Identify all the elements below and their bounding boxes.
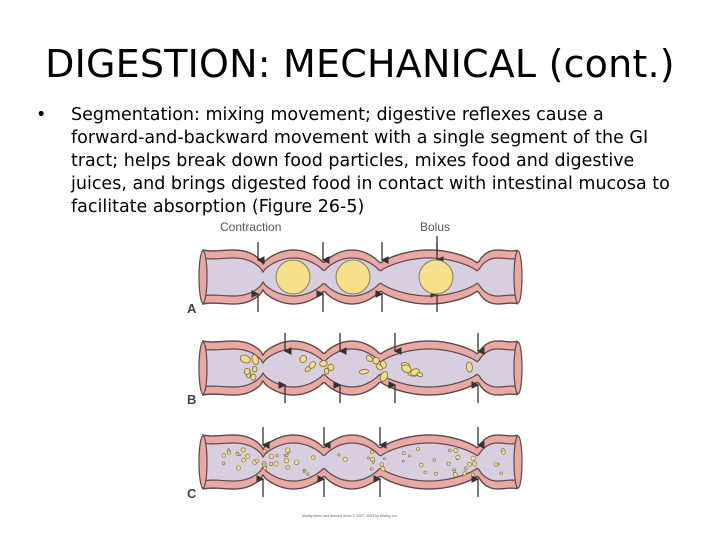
food-particle [379,371,388,382]
panel-a: A [187,242,523,316]
digested-particle [262,449,267,454]
panel-c: C [187,427,523,501]
digested-particle [470,472,475,477]
bullet-paragraph: • Segmentation: mixing movement; digesti… [36,104,676,219]
food-particle [401,364,412,373]
tube-end-left [198,250,208,304]
digested-particle [240,447,246,453]
digested-particle [455,454,461,460]
food-particle [416,372,424,377]
food-particle [299,354,307,364]
digested-particle [501,450,506,455]
digested-particle [446,461,451,466]
panel-label: B [187,392,196,407]
tube-end-left [198,341,208,395]
tube-end-right [513,250,523,304]
digested-particle [254,458,259,463]
digested-particle [235,465,241,471]
digested-particle [306,472,310,476]
digested-particle [268,461,273,466]
bullet-marker: • [36,105,47,125]
digested-particle [285,465,291,470]
digested-particle [423,470,427,474]
digested-particle [337,453,341,457]
digested-particle [401,451,406,456]
digested-particle [245,453,251,459]
digested-particle [472,461,478,467]
digested-particle [453,448,459,453]
food-bolus [335,259,371,295]
food-particle [239,354,251,364]
digested-particle [367,456,370,460]
digested-particle [371,460,375,464]
food-particle [243,368,251,375]
digested-particle [273,461,279,467]
tube-end-left [198,435,208,489]
food-bolus [418,259,454,295]
food-particle [358,368,369,375]
digested-particle [419,462,424,468]
digested-particle [402,459,405,463]
food-particle [365,355,373,362]
digested-particle [432,458,436,462]
bullet-text: Segmentation: mixing movement; digestive… [71,105,670,217]
digested-particle [408,454,412,458]
digested-particle [283,458,289,464]
digested-particle [434,471,438,476]
digested-particle [268,453,275,460]
food-particle [308,361,316,369]
food-particle [323,367,330,375]
digested-particle [462,471,467,476]
digested-particle [496,462,500,466]
food-particle [251,366,258,373]
contraction-label: Contraction [220,220,281,234]
food-particle [375,363,383,371]
digested-particle [221,453,227,458]
digested-particle [463,466,468,471]
digested-particle [470,455,476,462]
panel-label: A [187,301,197,316]
food-particle [319,360,328,368]
digested-particle [467,461,472,467]
food-particle [372,356,380,365]
digested-particle [285,453,289,458]
digested-particle [379,462,385,467]
digested-particle [370,467,374,471]
digested-particle [263,466,268,471]
digested-particle [452,472,458,478]
food-bolus [275,259,311,295]
food-particle [250,373,257,381]
digested-particle [221,461,226,465]
tube-end-right [513,435,523,489]
digested-particle [311,455,316,460]
digested-particle [238,453,241,457]
digested-particle [241,458,246,463]
food-particle [251,354,259,365]
digested-particle [302,468,306,472]
digested-particle [342,456,348,462]
digested-particle [383,457,386,460]
bolus-label: Bolus [420,220,450,234]
digested-particle [275,454,279,458]
panel-b: B [187,333,523,407]
tube-end-right [513,341,523,395]
digested-particle [499,471,503,476]
digested-particle [448,448,452,452]
panel-label: C [187,486,197,501]
food-particle [465,361,473,373]
digested-particle [416,447,420,451]
credit-text: Mosby items and derived items © 2007, 20… [302,514,398,518]
digested-particle [380,466,386,472]
panels-group: A B C [187,242,523,501]
slide-title: DIGESTION: MECHANICAL (cont.) [45,42,675,86]
digested-particle [285,447,291,453]
digested-particle [227,450,232,455]
digested-particle [369,449,374,454]
digested-particle [294,459,300,465]
